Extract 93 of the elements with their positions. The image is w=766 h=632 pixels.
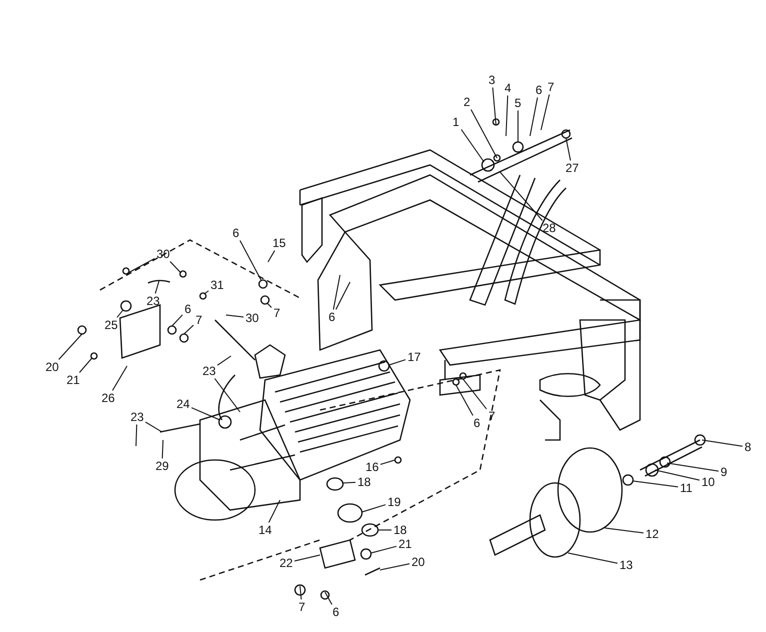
leader-line [342, 482, 356, 484]
leader-line [500, 172, 543, 221]
callout-number: 27 [564, 162, 580, 174]
leader-line [184, 324, 194, 334]
callout-number: 7 [298, 600, 306, 614]
callout-number: 14 [258, 524, 273, 536]
leader-line [324, 592, 332, 605]
callout-number: 4 [504, 82, 512, 94]
callout-number: 17 [406, 350, 422, 364]
callout-number: 19 [386, 496, 402, 508]
leader-line [112, 366, 128, 391]
leader-line [370, 546, 397, 554]
callout-number: 6 [472, 416, 482, 430]
leader-line [540, 94, 550, 130]
callout-number: 13 [618, 558, 634, 572]
callout-number: 11 [679, 482, 694, 494]
callout-number: 22 [278, 556, 294, 570]
leader-line [217, 356, 232, 366]
leader-line [58, 334, 82, 360]
leader-line [506, 95, 508, 136]
leader-line [632, 480, 678, 488]
callout-number: 24 [176, 398, 191, 410]
callout-number: 7 [272, 306, 282, 320]
callout-number: 21 [398, 538, 413, 550]
leader-line [154, 280, 160, 294]
callout-number: 18 [392, 524, 408, 536]
leader-line [470, 109, 498, 158]
callout-number: 30 [244, 312, 260, 324]
callout-number: 29 [154, 460, 170, 472]
callout-number: 15 [272, 236, 287, 250]
leader-line [380, 460, 396, 465]
leader-line [266, 302, 272, 308]
callout-number: 6 [534, 84, 544, 96]
leader-line [456, 384, 474, 416]
leader-line [460, 129, 484, 162]
callout-number: 1 [452, 116, 460, 128]
callout-number: 28 [542, 222, 557, 234]
callout-number: 7 [194, 314, 204, 326]
callout-number: 18 [356, 476, 372, 488]
leader-line [214, 378, 240, 412]
leader-line [388, 359, 406, 366]
callout-number: 23 [146, 294, 161, 308]
leader-line [362, 504, 386, 512]
callout-number: 6 [184, 302, 192, 316]
callout-number: 20 [410, 556, 426, 568]
leader-line [332, 274, 340, 310]
leader-line [654, 470, 700, 481]
leader-line [530, 97, 538, 136]
callout-number: 9 [720, 466, 728, 478]
callout-number: 6 [232, 226, 240, 240]
callout-number: 23 [130, 410, 145, 424]
callout-number: 16 [364, 460, 380, 474]
leader-line [170, 261, 182, 274]
leader-line [492, 87, 496, 126]
callout-number: 2 [462, 96, 472, 108]
leader-line [462, 378, 487, 410]
callout-number: 6 [328, 310, 336, 324]
leader-line [300, 586, 302, 600]
leader-line [240, 240, 262, 280]
leader-line [136, 424, 138, 446]
leader-line [568, 552, 618, 564]
leader-line [268, 250, 276, 262]
callout-number: 6 [332, 606, 340, 618]
callout-number: 5 [514, 96, 522, 110]
callout-number: 26 [100, 392, 116, 404]
callout-number: 3 [488, 74, 496, 86]
callout-number: 7 [488, 410, 496, 422]
callout-number: 7 [546, 80, 556, 94]
leader-line [702, 440, 743, 447]
leader-line [226, 314, 244, 318]
leader-line [335, 282, 350, 310]
leader-line [380, 563, 410, 570]
leader-line [204, 290, 209, 294]
callout-number: 10 [700, 476, 716, 488]
leader-line [191, 407, 220, 420]
leader-line [566, 138, 571, 161]
callout-number: 12 [644, 528, 660, 540]
leader-line [116, 310, 124, 318]
leader-line [128, 258, 155, 274]
leader-line [162, 440, 164, 459]
leader-line [172, 314, 183, 326]
callout-number: 8 [744, 440, 752, 454]
leader-line [79, 358, 92, 373]
callout-number: 21 [66, 374, 81, 386]
callout-number: 25 [104, 318, 119, 332]
callout-number: 23 [202, 364, 217, 378]
leader-line [666, 462, 719, 472]
leader-line [294, 554, 320, 562]
leader-line [268, 500, 280, 523]
leader-line [604, 528, 644, 534]
callout-number: 20 [44, 360, 60, 374]
leader-line [145, 422, 162, 432]
callout-number: 31 [210, 278, 225, 292]
